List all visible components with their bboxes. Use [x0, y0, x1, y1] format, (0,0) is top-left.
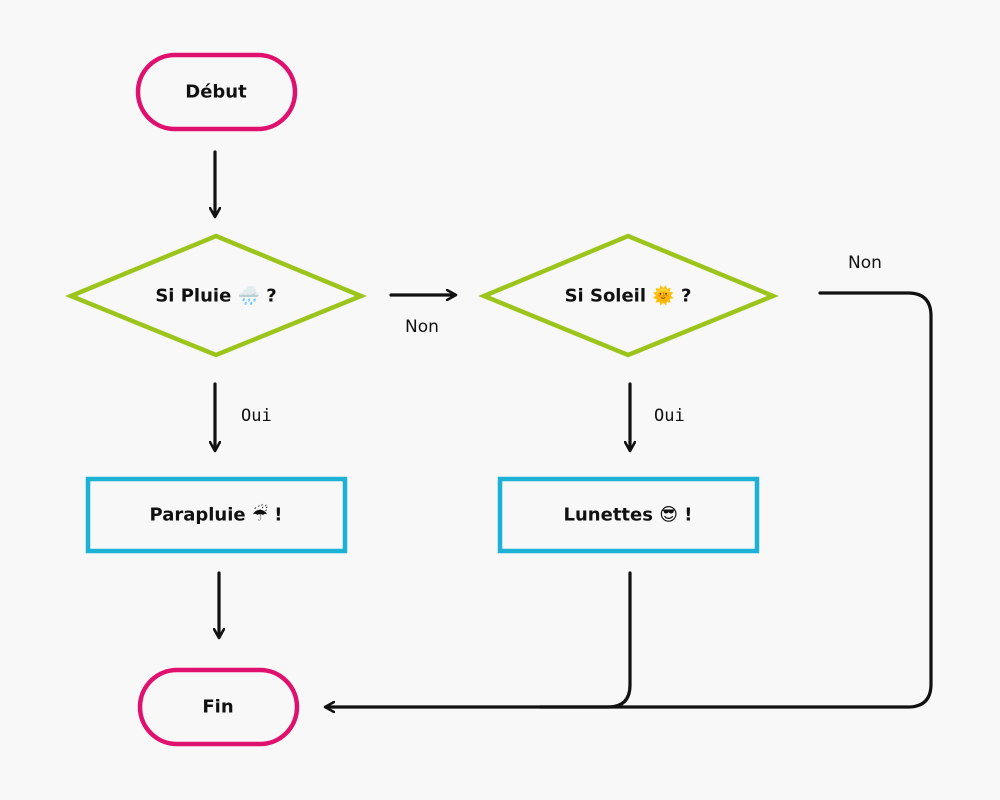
sun-no-label: Non	[848, 253, 882, 273]
sun-decision-label: Si Soleil 🌞 ?	[565, 285, 692, 307]
sun-yes-label: Oui	[654, 406, 685, 426]
start-terminal-shape	[135, 52, 298, 132]
end-node: Fin	[137, 667, 300, 747]
start-node: Début	[135, 52, 298, 132]
rain-decision-node: Si Pluie 🌧️ ?	[65, 233, 367, 358]
start-label: Début	[185, 82, 247, 103]
rain-decision-label: Si Pluie 🌧️ ?	[155, 285, 276, 307]
end-terminal-shape	[137, 667, 300, 747]
sun-decision-shape	[478, 233, 779, 358]
rain-decision-shape	[65, 233, 367, 358]
umbrella-process-node: Parapluie ☔ !	[85, 476, 348, 554]
sun-decision-node: Si Soleil 🌞 ?	[478, 233, 779, 358]
umbrella-process-label: Parapluie ☔ !	[149, 504, 282, 526]
umbrella-process-shape	[85, 476, 348, 554]
connector-glasses-to-end	[538, 571, 632, 709]
glasses-process-label: Lunettes 😎 !	[564, 505, 693, 526]
end-label: Fin	[202, 697, 233, 718]
glasses-process-node: Lunettes 😎 !	[497, 476, 760, 554]
glasses-process-shape	[497, 476, 760, 554]
rain-yes-label: Oui	[241, 406, 272, 426]
rain-no-label: Non	[405, 317, 439, 337]
arrow-sun-no-to-end	[326, 291, 933, 707]
